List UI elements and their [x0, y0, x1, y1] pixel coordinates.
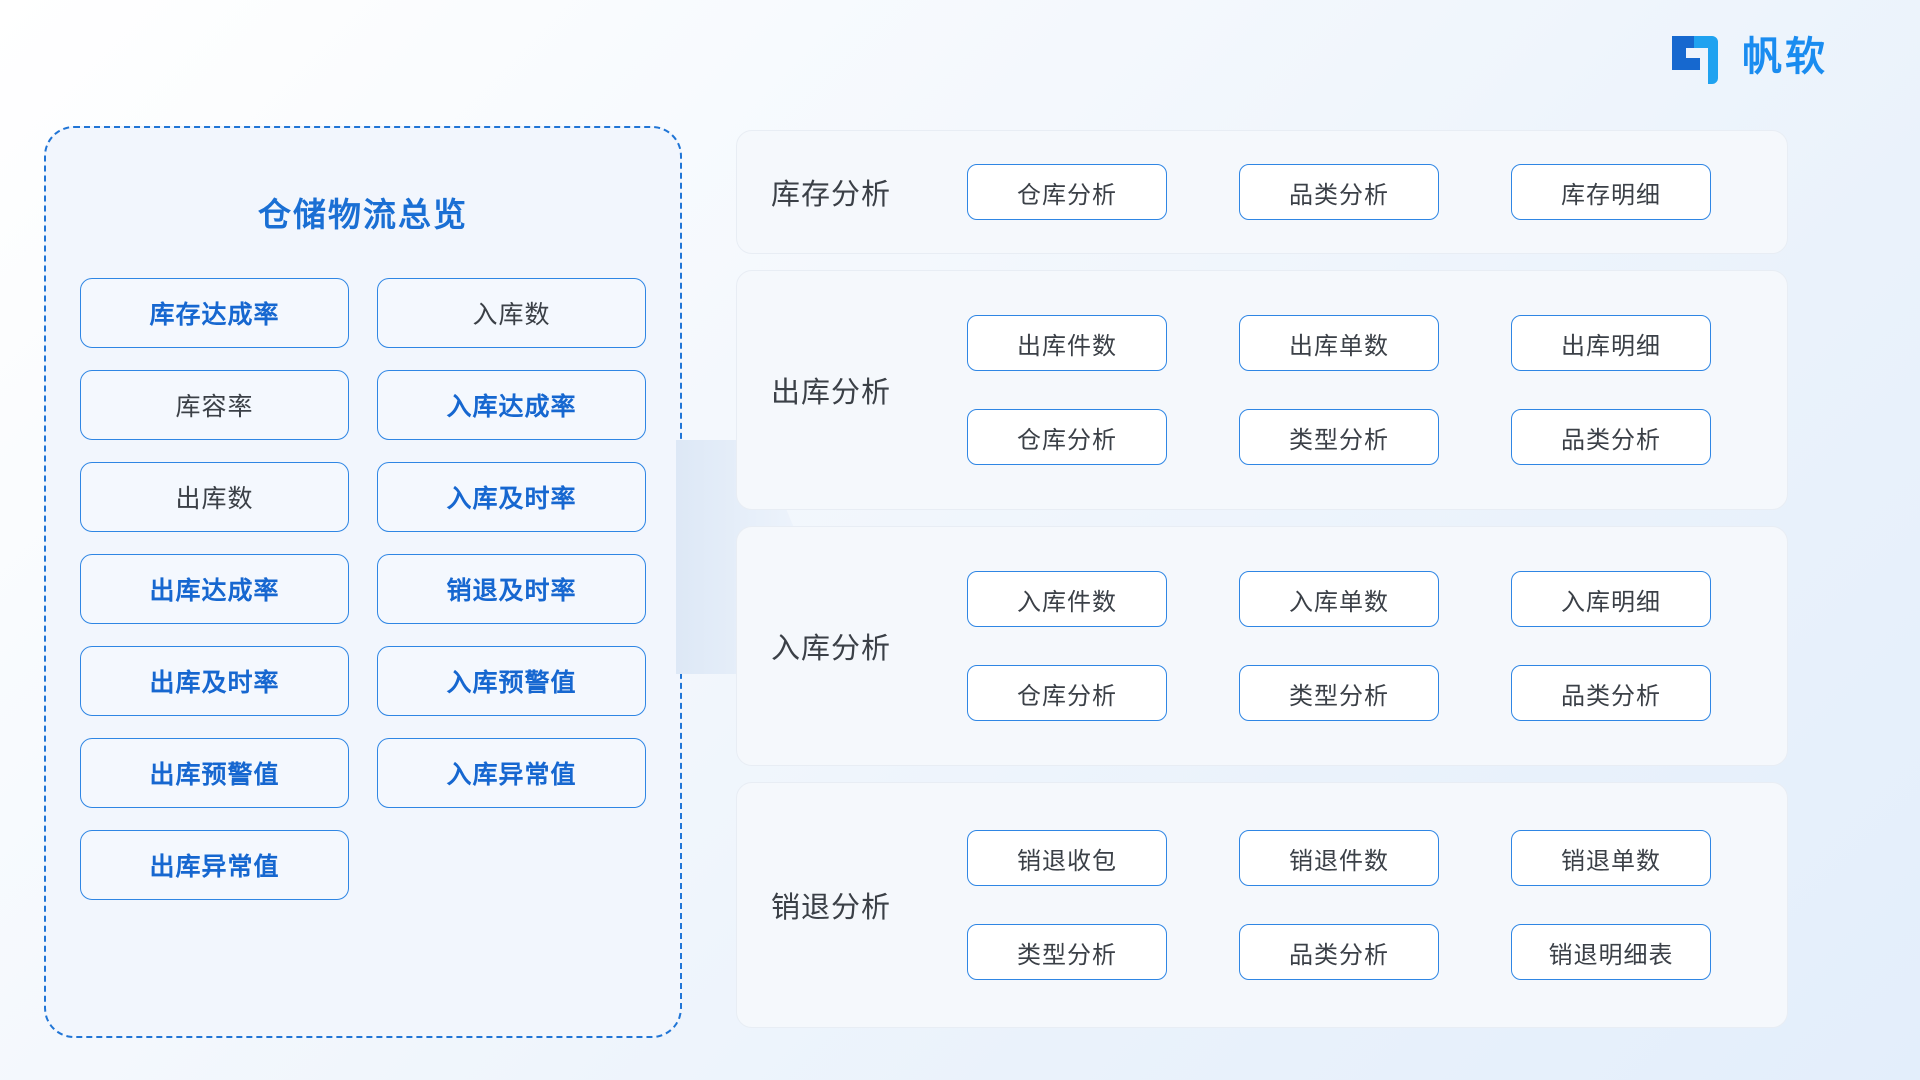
- kpi-chip[interactable]: 出库数: [80, 462, 349, 532]
- chip-row: 仓库分析 类型分析 品类分析: [967, 665, 1761, 721]
- analysis-section: 入库分析 入库件数 入库单数 入库明细仓库分析 类型分析 品类分析: [736, 526, 1788, 766]
- analysis-chip[interactable]: 销退明细表: [1511, 924, 1711, 980]
- analysis-chip[interactable]: 仓库分析: [967, 409, 1167, 465]
- brand-logo: 帆软: [1668, 28, 1828, 86]
- analysis-chip[interactable]: 类型分析: [1239, 665, 1439, 721]
- overview-panel: 仓储物流总览 库存达成率入库数库容率入库达成率出库数入库及时率出库达成率销退及时…: [44, 126, 682, 1038]
- section-chip-rows: 入库件数 入库单数 入库明细仓库分析 类型分析 品类分析: [967, 571, 1761, 721]
- analysis-chip[interactable]: 品类分析: [1511, 665, 1711, 721]
- section-title: 入库分析: [771, 633, 892, 665]
- analysis-chip[interactable]: 类型分析: [967, 924, 1167, 980]
- section-title: 出库分析: [771, 377, 892, 409]
- section-chip-rows: 出库件数 出库单数 出库明细仓库分析 类型分析 品类分析: [967, 315, 1761, 465]
- analysis-chip[interactable]: 入库件数: [967, 571, 1167, 627]
- analysis-chip[interactable]: 仓库分析: [967, 164, 1167, 220]
- kpi-chip[interactable]: 入库及时率: [377, 462, 646, 532]
- chip-row: 出库件数 出库单数 出库明细: [967, 315, 1761, 371]
- analysis-chip[interactable]: 品类分析: [1511, 409, 1711, 465]
- analysis-section: 库存分析 仓库分析 品类分析 库存明细: [736, 130, 1788, 254]
- chip-row: 仓库分析 品类分析 库存明细: [967, 164, 1761, 220]
- analysis-chip[interactable]: 库存明细: [1511, 164, 1711, 220]
- analysis-chip[interactable]: 入库单数: [1239, 571, 1439, 627]
- fanruan-logo-icon: [1672, 36, 1718, 84]
- section-chip-rows: 销退收包 销退件数 销退单数类型分析 品类分析 销退明细表: [967, 830, 1761, 980]
- kpi-chip[interactable]: 入库预警值: [377, 646, 646, 716]
- kpi-chip[interactable]: 出库预警值: [80, 738, 349, 808]
- brand-name: 帆软: [1742, 35, 1828, 79]
- analysis-chip[interactable]: 销退单数: [1511, 830, 1711, 886]
- analysis-chip[interactable]: 销退件数: [1239, 830, 1439, 886]
- kpi-chip[interactable]: 库容率: [80, 370, 349, 440]
- analysis-chip[interactable]: 入库明细: [1511, 571, 1711, 627]
- analysis-section: 出库分析 出库件数 出库单数 出库明细仓库分析 类型分析 品类分析: [736, 270, 1788, 510]
- section-chip-rows: 仓库分析 品类分析 库存明细: [967, 164, 1761, 220]
- analysis-chip[interactable]: 类型分析: [1239, 409, 1439, 465]
- analysis-chip[interactable]: 品类分析: [1239, 164, 1439, 220]
- page-title: 仓储物流总览: [258, 196, 468, 233]
- chip-row: 入库件数 入库单数 入库明细: [967, 571, 1761, 627]
- kpi-chip[interactable]: 出库异常值: [80, 830, 349, 900]
- kpi-chip[interactable]: 出库达成率: [80, 554, 349, 624]
- kpi-chip[interactable]: 出库及时率: [80, 646, 349, 716]
- analysis-chip[interactable]: 仓库分析: [967, 665, 1167, 721]
- chip-row: 销退收包 销退件数 销退单数: [967, 830, 1761, 886]
- chip-row: 仓库分析 类型分析 品类分析: [967, 409, 1761, 465]
- kpi-chip[interactable]: 入库达成率: [377, 370, 646, 440]
- analysis-chip[interactable]: 出库单数: [1239, 315, 1439, 371]
- kpi-chip[interactable]: 入库数: [377, 278, 646, 348]
- analysis-chip[interactable]: 销退收包: [967, 830, 1167, 886]
- kpi-chip[interactable]: 销退及时率: [377, 554, 646, 624]
- kpi-grid: 库存达成率入库数库容率入库达成率出库数入库及时率出库达成率销退及时率出库及时率入…: [76, 278, 650, 900]
- analysis-chip[interactable]: 品类分析: [1239, 924, 1439, 980]
- kpi-chip[interactable]: 入库异常值: [377, 738, 646, 808]
- analysis-chip[interactable]: 出库件数: [967, 315, 1167, 371]
- section-title: 销退分析: [771, 892, 892, 924]
- kpi-chip[interactable]: 库存达成率: [80, 278, 349, 348]
- analysis-column: 库存分析仓库分析品类分析库存明细出库分析出库件数出库单数出库明细仓库分析类型分析…: [736, 130, 1788, 1044]
- analysis-chip[interactable]: 出库明细: [1511, 315, 1711, 371]
- analysis-section: 销退分析 销退收包 销退件数 销退单数类型分析 品类分析 销退明细表: [736, 782, 1788, 1028]
- section-title: 库存分析: [771, 179, 892, 211]
- chip-row: 类型分析 品类分析 销退明细表: [967, 924, 1761, 980]
